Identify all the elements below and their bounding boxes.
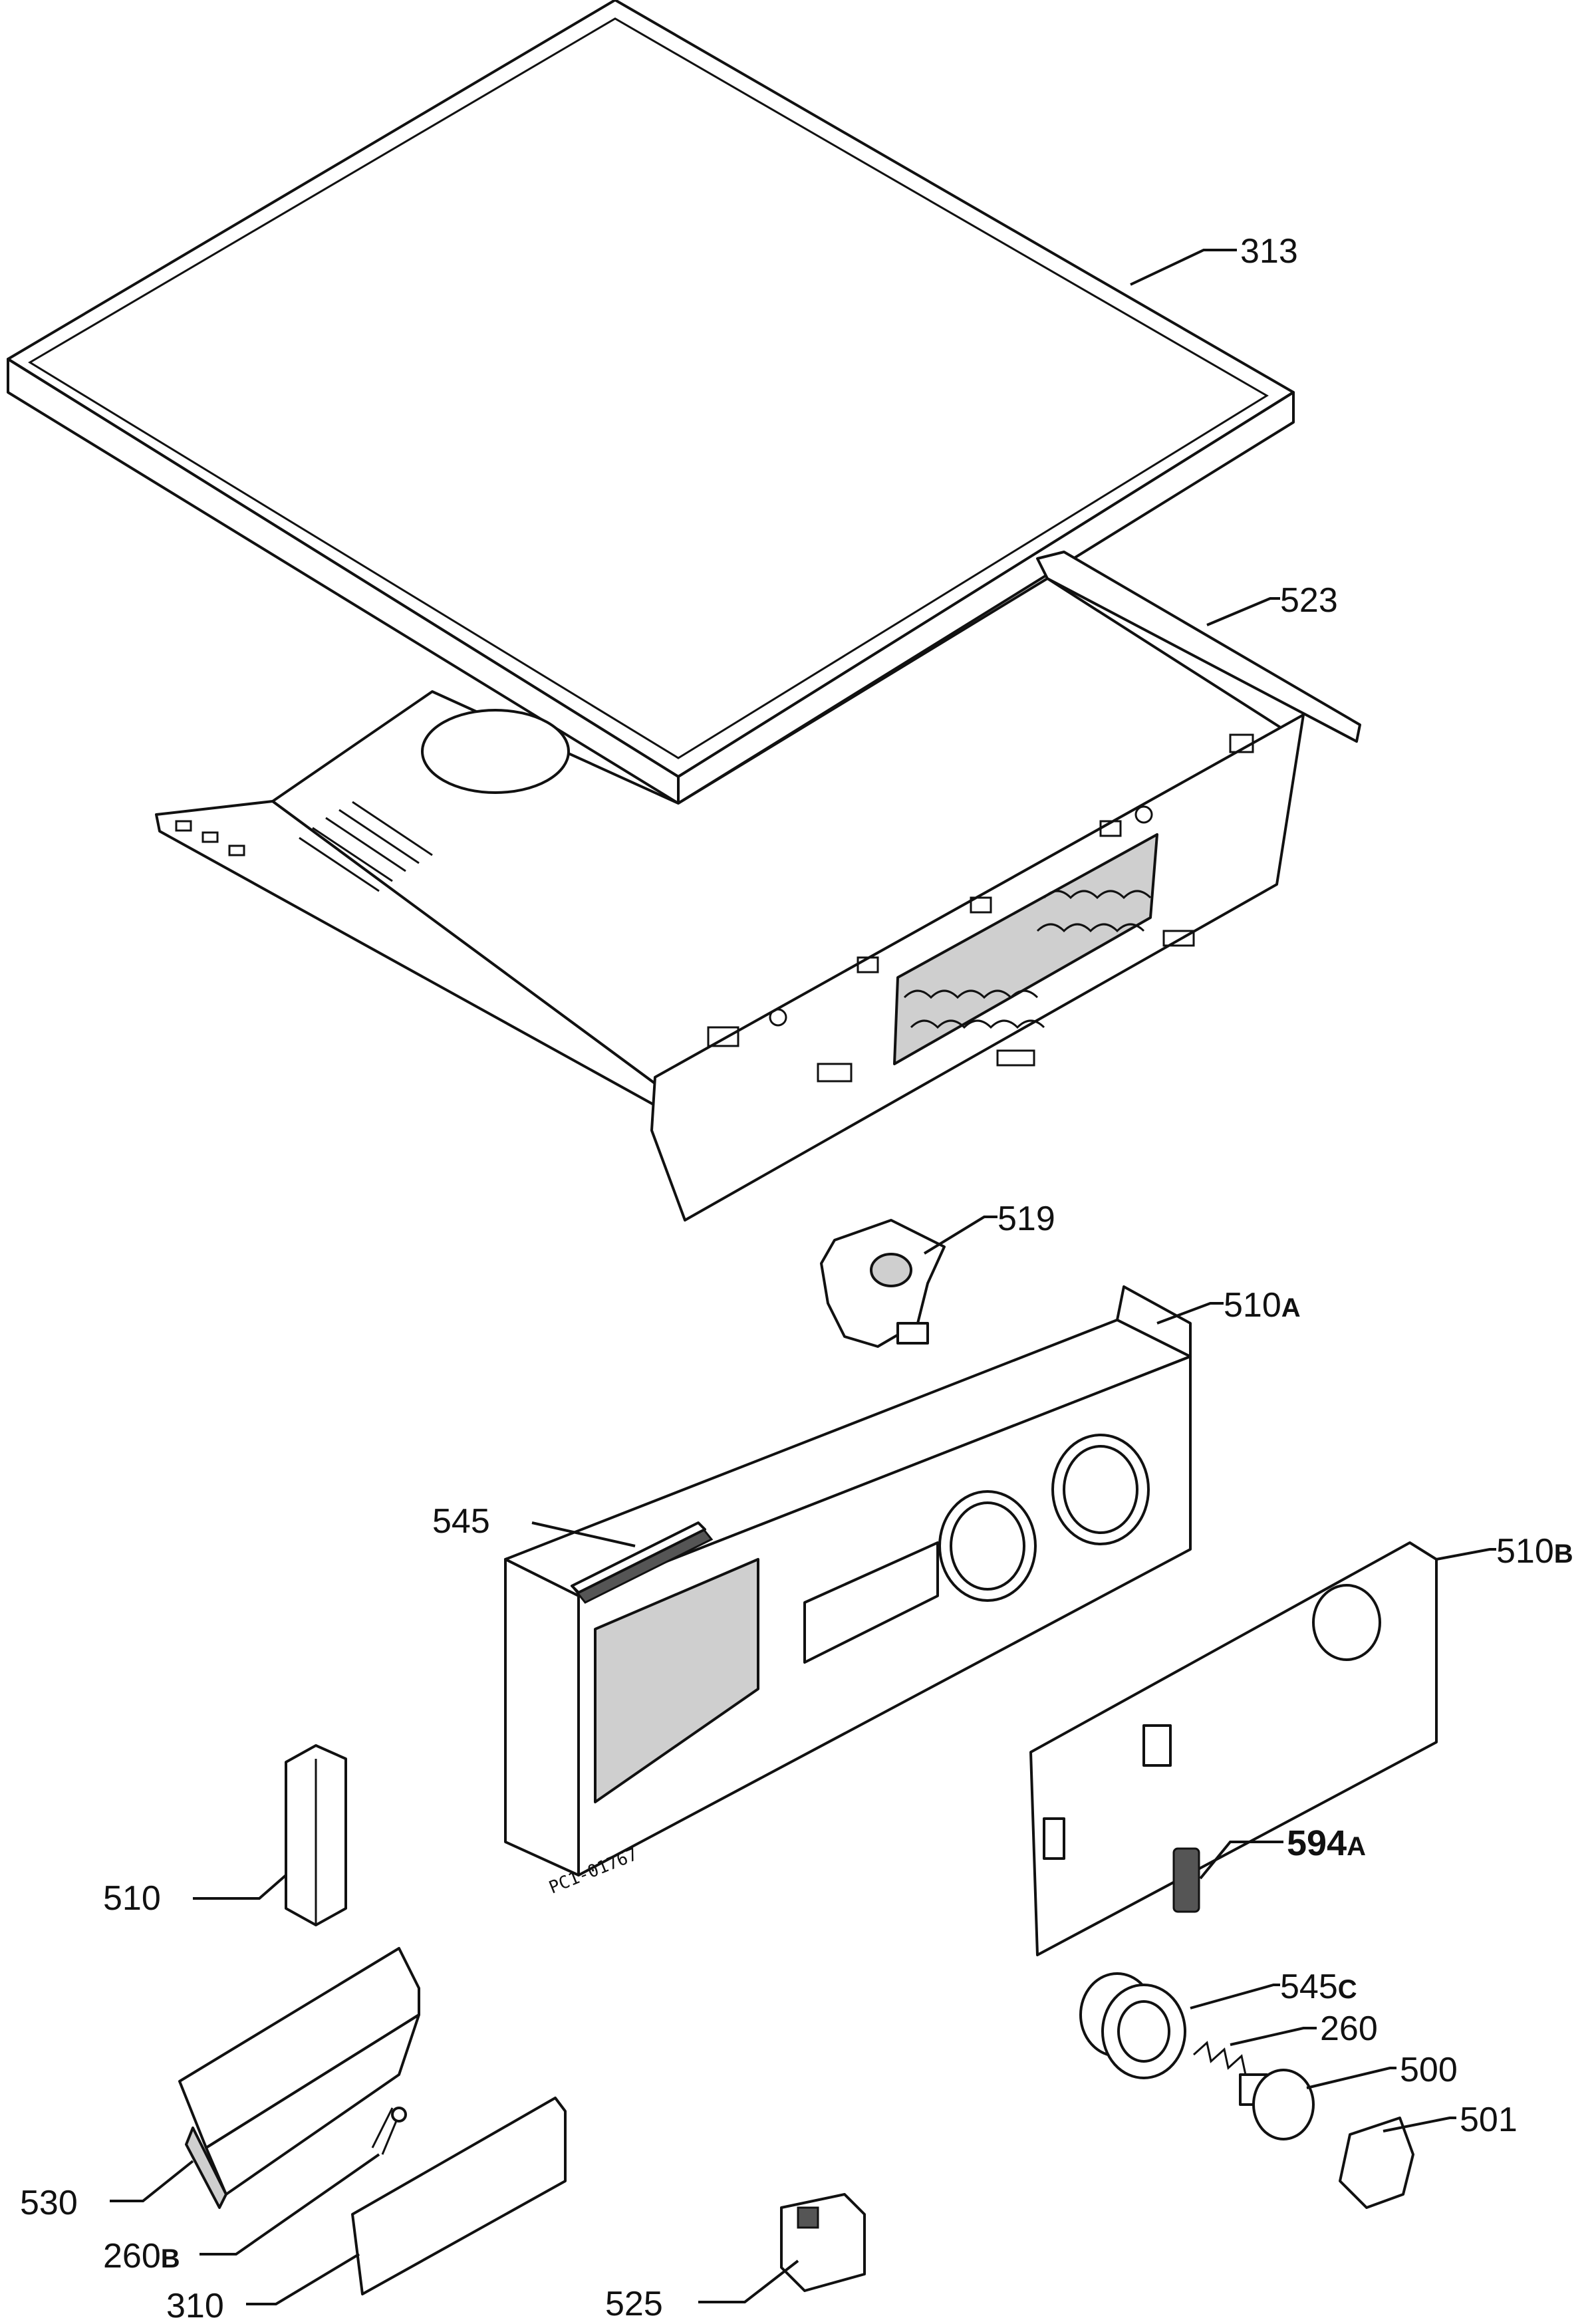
part-545-strip: [570, 1521, 714, 1604]
label-523: 523: [1280, 581, 1338, 620]
part-510B-plate: [1029, 1541, 1438, 1956]
label-260: 260: [1320, 2009, 1378, 2048]
label-545: 545: [432, 1502, 490, 1541]
part-310-flap: [351, 2097, 567, 2295]
part-525-switch: [780, 2193, 866, 2292]
part-523-top-frame: [155, 551, 1361, 1222]
label-501: 501: [1460, 2101, 1518, 2139]
label-530: 530: [20, 2184, 78, 2222]
label-310: 310: [166, 2287, 224, 2322]
label-594A: 594A: [1287, 1823, 1366, 1863]
part-260-spring: [1192, 2041, 1247, 2075]
part-260B-clip: [371, 2107, 407, 2155]
label-545C: 545C: [1280, 1968, 1357, 2006]
part-530-dispenser: [178, 1947, 420, 2209]
part-510A-control-panel: PC1-01767: [504, 1285, 1192, 1898]
label-510B: 510B: [1496, 1532, 1573, 1571]
label-510: 510: [103, 1879, 161, 1918]
leader-lines: [110, 249, 1496, 2305]
label-260B: 260B: [103, 2237, 180, 2275]
part-500-knob-shaft: [1239, 2069, 1315, 2140]
label-510A: 510A: [1224, 1286, 1301, 1325]
part-313-worktop: [7, 0, 1295, 805]
label-313: 313: [1240, 232, 1298, 271]
label-519: 519: [998, 1200, 1055, 1238]
label-525: 525: [605, 2285, 663, 2322]
label-500: 500: [1400, 2051, 1458, 2089]
part-labels: 313 523 519 510A 545 510B 594A 510 545C …: [20, 232, 1573, 2322]
part-519-bracket: [820, 1219, 946, 1348]
part-594A-clip: [1172, 1847, 1200, 1913]
part-501-knob: [1339, 2117, 1414, 2209]
part-545C-knob-bush: [1079, 1972, 1186, 2079]
part-510-end-cap: [285, 1744, 347, 1926]
